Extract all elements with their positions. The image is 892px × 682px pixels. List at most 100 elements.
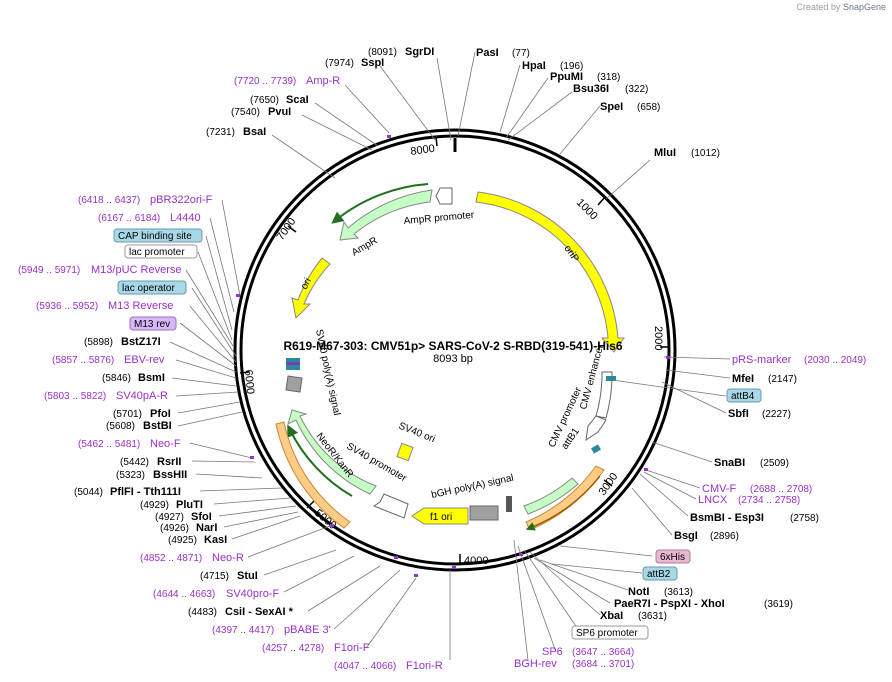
l03-name[interactable]: Amp-R xyxy=(306,75,340,87)
l22-name[interactable]: RsrII xyxy=(157,456,181,468)
l11-name[interactable]: M13/pUC Reverse xyxy=(91,264,181,276)
feature-f1-ori-arrow[interactable] xyxy=(411,507,469,525)
r02-pos: (196) xyxy=(560,61,583,72)
lac-operator-box[interactable] xyxy=(117,280,187,295)
l33-name[interactable]: pBABE 3' xyxy=(284,624,331,636)
lac-promoter-box[interactable] xyxy=(124,244,198,259)
r15-name[interactable]: BsgI xyxy=(674,530,698,542)
sp6-promoter-box[interactable] xyxy=(571,625,649,640)
l29-name[interactable]: Neo-R xyxy=(212,552,244,564)
r20-name[interactable]: XbaI xyxy=(600,610,623,622)
l04-name[interactable]: ScaI xyxy=(286,94,309,106)
r11-name[interactable]: SnaBI xyxy=(714,457,745,469)
l35-name[interactable]: F1ori-R xyxy=(406,660,443,672)
r01-name[interactable]: PasI xyxy=(476,47,499,59)
leader-lines xyxy=(169,51,731,661)
l25-name[interactable]: PluTI xyxy=(176,499,203,511)
r04-name[interactable]: Bsu36I xyxy=(573,83,609,95)
r13-name[interactable]: LNCX xyxy=(698,494,728,506)
r03-name[interactable]: PpuMI xyxy=(550,71,583,83)
l26-name[interactable]: SfoI xyxy=(191,511,212,523)
r05-pos: (658) xyxy=(637,102,660,113)
l29-pos: (4852 .. 4871) xyxy=(140,553,202,564)
feature-AmpR-promoter-arrow[interactable] xyxy=(435,187,453,205)
r01-pos: (77) xyxy=(512,48,530,59)
l15-name[interactable]: BstZ17I xyxy=(121,336,161,348)
r12-name[interactable]: CMV-F xyxy=(702,483,737,495)
r06-name[interactable]: MluI xyxy=(654,147,676,159)
l34-name[interactable]: F1ori-F xyxy=(334,642,370,654)
feature-oriP-arrow[interactable] xyxy=(475,191,625,353)
r18-name[interactable]: NotI xyxy=(628,586,649,598)
l03-pos: (7720 .. 7739) xyxy=(234,76,296,87)
l27-name[interactable]: NarI xyxy=(196,522,217,534)
r18-pos: (3613) xyxy=(664,587,693,598)
r22-name[interactable]: SP6 xyxy=(542,646,563,658)
l25-pos: (4929) xyxy=(140,500,169,511)
l12-name: lac operator xyxy=(122,283,175,294)
left-labels: (8091) SgrDI (7974) SspI (7720 .. 7739) … xyxy=(18,46,443,672)
l02-name[interactable]: SspI xyxy=(361,57,384,69)
l26-pos: (4927) xyxy=(155,512,184,523)
l24-name[interactable]: PflFI - Tth111I xyxy=(110,486,181,498)
l06-pos: (7231) xyxy=(206,127,235,138)
feature-Neo-orange-orf[interactable] xyxy=(275,421,351,529)
l31-name[interactable]: SV40pro-F xyxy=(226,588,279,600)
r07-name[interactable]: pRS-marker xyxy=(732,354,792,366)
l11-pos: (5949 .. 5971) xyxy=(18,265,80,276)
r08-name[interactable]: MfeI xyxy=(732,373,754,385)
tick-4000: 4000 xyxy=(464,555,488,567)
attB2-box[interactable] xyxy=(642,566,678,581)
feature-SV40-ori[interactable] xyxy=(396,442,414,462)
feature-attB1-box[interactable] xyxy=(591,444,601,454)
l06-name[interactable]: BsaI xyxy=(243,126,266,138)
l23-pos: (5323) xyxy=(116,470,145,481)
l28-name[interactable]: KasI xyxy=(204,534,227,546)
l21-name[interactable]: Neo-F xyxy=(150,438,181,450)
feature-AmpR-arrow[interactable] xyxy=(339,189,433,241)
l08-name[interactable]: L4440 xyxy=(170,212,201,224)
l05-pos: (7540) xyxy=(231,107,260,118)
l19-name[interactable]: PfoI xyxy=(150,408,171,420)
l31-pos: (4644 .. 4663) xyxy=(153,589,215,600)
l17-name[interactable]: BsmI xyxy=(138,372,165,384)
l13-name[interactable]: M13 Reverse xyxy=(108,300,173,312)
feature-SV40-promoter-arrow[interactable] xyxy=(372,493,409,519)
r04-pos: (322) xyxy=(625,84,648,95)
tick-1000: 1000 xyxy=(574,197,600,223)
l27-pos: (4926) xyxy=(160,523,189,534)
l23-name[interactable]: BssHII xyxy=(153,469,187,481)
cap-binding-site-box[interactable] xyxy=(113,228,203,243)
l02-pos: (7974) xyxy=(325,58,354,69)
m13-rev-box[interactable] xyxy=(129,316,177,331)
feature-green-orf-right[interactable] xyxy=(523,477,579,515)
l20-name[interactable]: BstBI xyxy=(143,420,172,432)
l30-name[interactable]: StuI xyxy=(237,570,258,582)
r23-name[interactable]: BGH-rev xyxy=(514,658,557,670)
l32-name[interactable]: CsiI - SexAI * xyxy=(225,606,294,618)
feature-RBD-orf-line xyxy=(525,475,601,531)
r17-name: attB2 xyxy=(647,569,671,580)
l01-name[interactable]: SgrDI xyxy=(405,46,434,58)
attB4-box[interactable] xyxy=(726,388,762,403)
l16-name[interactable]: EBV-rev xyxy=(124,354,165,366)
l18-name[interactable]: SV40pA-R xyxy=(116,390,168,402)
feature-attB4-box[interactable] xyxy=(606,376,616,381)
l15-pos: (5898) xyxy=(84,337,113,348)
feature-ori-arrow[interactable] xyxy=(291,257,331,320)
r19-name[interactable]: PaeR7I - PspXI - XhoI xyxy=(614,598,725,610)
feature-NeoR-arrow[interactable] xyxy=(287,409,377,495)
l07-name[interactable]: pBR322ori-F xyxy=(150,194,213,206)
feature-CMV-promoter-arrow[interactable] xyxy=(585,415,607,442)
r05-name[interactable]: SpeI xyxy=(600,101,623,113)
l05-name[interactable]: PvuI xyxy=(268,106,291,118)
r02-name[interactable]: HpaI xyxy=(522,60,546,72)
snapgene-credit: Created by SnapGene xyxy=(796,2,886,12)
feature-SV40-polyA[interactable] xyxy=(285,375,303,393)
l01-pos: (8091) xyxy=(368,47,397,58)
l17-pos: (5846) xyxy=(102,373,131,384)
r14-name[interactable]: BsmBI - Esp3I xyxy=(690,512,764,524)
r10-name[interactable]: SbfI xyxy=(728,408,749,420)
his6-box[interactable] xyxy=(655,549,691,564)
feature-bGH-polyA[interactable] xyxy=(469,505,499,521)
